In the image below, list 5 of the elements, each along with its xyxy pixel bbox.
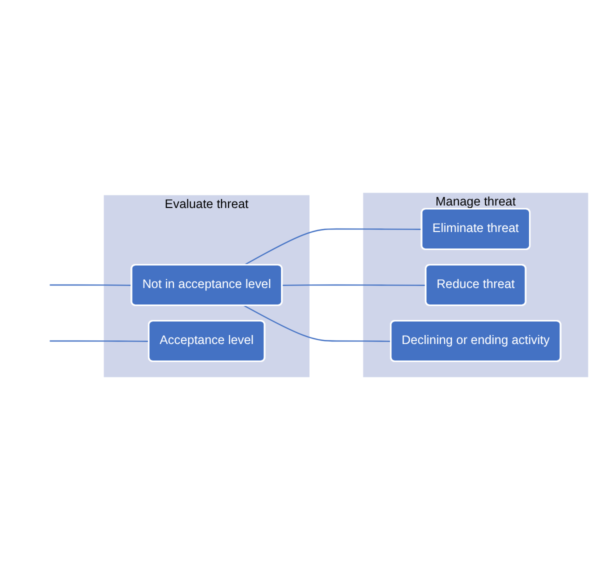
connector xyxy=(282,284,426,286)
connector xyxy=(50,284,132,286)
connector xyxy=(50,340,150,342)
connector xyxy=(244,228,422,266)
connector xyxy=(244,305,392,342)
